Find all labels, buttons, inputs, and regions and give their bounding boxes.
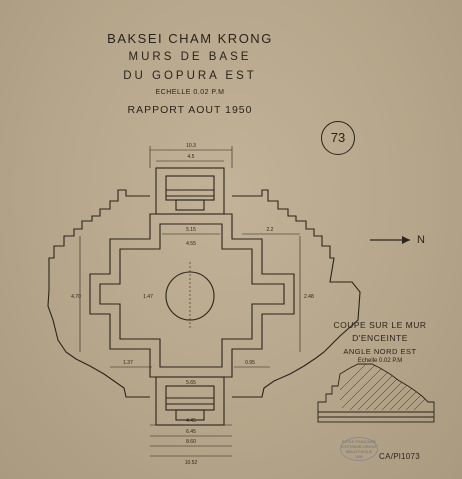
- section-title: COUPE SUR LE MUR: [333, 320, 427, 330]
- dim-bottom-b: 0.95: [245, 360, 255, 366]
- drawing-subtitle-1: MURS DE BASE: [128, 51, 252, 63]
- dim-center: 1.47: [143, 294, 153, 300]
- dim-mid-right: 2.2: [267, 227, 274, 233]
- outer-enclosure-outline: [47, 189, 150, 398]
- archive-reference: CA/Pl1073: [379, 452, 420, 461]
- drawing-report-date: RAPPORT AOUT 1950: [127, 104, 253, 116]
- section-location: ANGLE NORD EST: [343, 347, 417, 356]
- cross-plan-walls: [89, 213, 295, 378]
- drawing-subtitle-2: DU GOPURA EST: [123, 70, 257, 82]
- dim-height: 2.48: [304, 294, 314, 300]
- north-arrow-icon: [370, 236, 410, 244]
- library-stamp: ECOLE FRANCAISE D'EXTREME-ORIENT BIBLIOT…: [340, 437, 378, 461]
- dim-top-total: 10.3: [186, 143, 196, 149]
- north-label: N: [417, 234, 425, 246]
- drawing-scale: ECHELLE 0.02 P.M: [155, 89, 225, 96]
- dim-bottom-c: 5.65: [186, 380, 196, 386]
- drawing-title: BAKSEI CHAM KRONG: [107, 31, 273, 46]
- wall-section-drawing: [317, 363, 435, 423]
- dim-bottom-f: 8.60: [186, 439, 196, 445]
- dim-bottom-d: 4.45: [186, 418, 196, 424]
- dim-mid: 4.55: [186, 241, 196, 247]
- dim-bottom-a: 1.37: [123, 360, 133, 366]
- section-scale: Echelle 0.02 P.M: [357, 358, 403, 364]
- plate-number-badge: 73: [321, 121, 355, 155]
- section-subtitle: D'ENCEINTE: [352, 333, 408, 343]
- dim-bottom-e: 6.45: [186, 429, 196, 435]
- top-porch: [155, 167, 225, 215]
- dim-left-side: 4.70: [71, 294, 81, 300]
- cross-plan-inner: [99, 223, 285, 368]
- dim-bottom-total: 10.52: [185, 460, 198, 466]
- dim-top-step: 5.15: [186, 227, 196, 233]
- outer-enclosure-outline-right: [232, 189, 361, 398]
- dim-top-inner: 4.5: [188, 154, 195, 160]
